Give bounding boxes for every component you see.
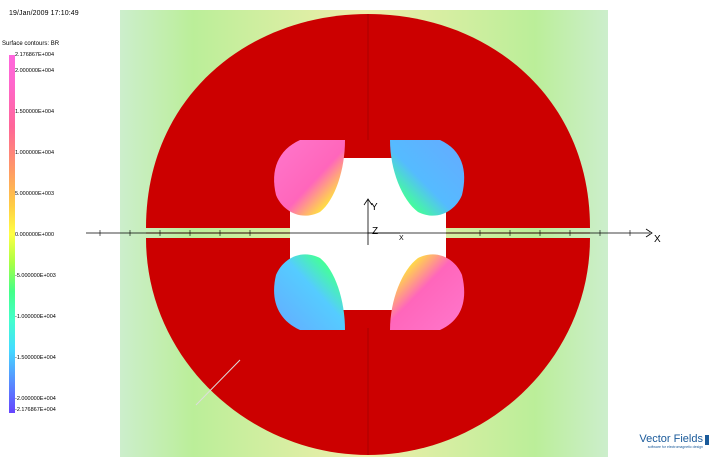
timestamp: 19/Jan/2009 17:10:49: [9, 10, 79, 17]
brand-logo-icon: [705, 435, 709, 445]
pole-bottom-right: [390, 254, 465, 330]
legend-tick-label: -1.500000E+004: [15, 355, 56, 361]
legend-tick-label: -5.000000E+003: [15, 273, 56, 279]
pole-top-left: [274, 140, 345, 216]
legend-tick-label: 1.500000E+004: [15, 109, 54, 115]
legend-tick-label: 0.000000E+000: [15, 232, 54, 238]
brand-tagline: software for electromagnetic design: [647, 445, 703, 449]
legend-tick-label: 2.000000E+004: [15, 68, 54, 74]
legend-tick-label: 1.000000E+004: [15, 150, 54, 156]
brand-name: Vector Fields: [639, 433, 703, 445]
pole-bottom-left: [274, 254, 345, 330]
pole-top-right: [390, 140, 465, 216]
legend-tick-label: -2.000000E+004: [15, 396, 56, 402]
legend-tick-label: 2.176867E+004: [15, 52, 54, 58]
legend-title: Surface contours: BR: [2, 41, 60, 47]
axes: [86, 198, 653, 245]
axis-x-small-label: X: [399, 235, 404, 242]
axis-z-label: Z: [372, 226, 378, 237]
legend-tick-label: -2.176867E+004: [15, 407, 56, 413]
legend-tick-label: 5.000000E+003: [15, 191, 54, 197]
axis-y-label: Y: [371, 202, 378, 213]
axis-x-label: X: [654, 234, 661, 245]
colorbar: [9, 55, 15, 413]
legend-tick-label: -1.000000E+004: [15, 314, 56, 320]
vector-fields-logo: Vector Fields software for electromagnet…: [639, 433, 709, 449]
